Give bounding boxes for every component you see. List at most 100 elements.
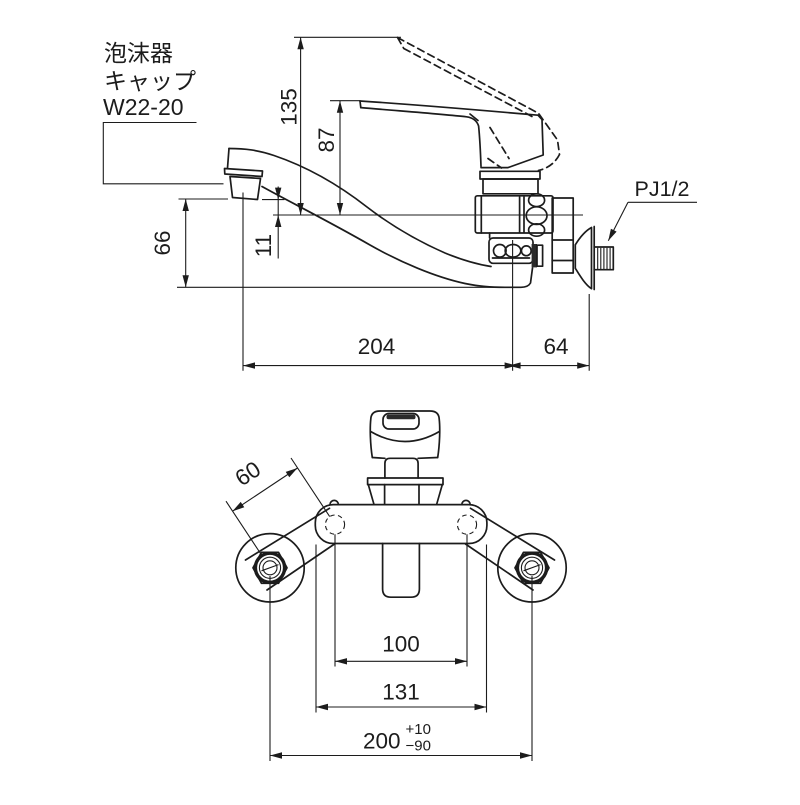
dim-reach-chain: 204 64 [242,192,590,371]
wall-flange [574,225,596,291]
dim-135-arrow-top [297,37,304,50]
handle-lever [359,100,545,169]
union-hex-nut [514,551,550,585]
dim-11-arrow-top [275,187,282,200]
inlet-ball-left [492,243,507,258]
dim-87-label: 87 [314,127,339,152]
lever-grip-slot [386,414,416,420]
screw-slot [261,564,279,572]
dim-100-arrow-right [455,658,467,665]
dim-87-arrow-top [336,100,344,113]
dim-60-arrow-high [285,468,298,478]
dim-204-label: 204 [358,334,396,359]
flange-trumpet [574,225,596,291]
lever-tip-face [359,100,362,109]
dim-60-line [232,467,298,512]
adjust-ring-mid [525,205,548,226]
body-bar [314,499,488,599]
dim-204-64-extensions [242,192,590,371]
dim-131-label: 131 [382,680,420,705]
dim-100-extensions [334,534,468,667]
body-block [474,194,554,234]
handle-seam-curve [369,430,441,443]
dim-200-tol-plus: +10 [406,721,431,738]
dim-60-label: 60 [231,456,266,491]
dim-100-arrow-left [335,658,347,665]
dim-200-extensions [269,576,533,761]
bonnet-taper [367,483,444,505]
dim-inlet-pitch: 100 [334,534,468,667]
dim-11-arrow-bottom [275,215,282,227]
dim-11-label: 11 [251,234,276,257]
dim-64-arrow-right [577,362,590,369]
connection-label: PJ1/2 [607,177,697,242]
dim-200-arrow-right [520,752,532,759]
dim-100-label: 100 [382,632,420,657]
connection-leader-arrow [608,228,617,241]
screw-head [524,560,540,576]
raised-lever-lines [396,36,561,172]
rear-union-block [551,197,575,274]
inlet-unit [488,237,534,265]
dim-131-extensions [315,544,488,713]
rear-union-facets [551,239,575,262]
body-inner-lines [480,195,525,234]
pipe-threads [593,246,615,271]
thread-outline [593,246,615,271]
connection-leader-line [607,201,697,242]
seal-washer [531,244,537,268]
dim-mounting-pitch: 200 +10 −90 [269,576,533,761]
dim-11-extension [178,198,285,201]
aerator-label: 泡沫器 キャップ W22-20 [102,40,224,185]
aerator-label-line3: W22-20 [103,94,184,120]
aerator-label-line1: 泡沫器 [104,40,173,66]
spout-column [381,542,421,599]
dim-body-width: 131 [315,544,488,713]
dim-135-arrow-bottom [297,203,304,215]
dim-66-arrow-bottom [182,275,189,288]
dim-200-label: 200 [363,729,401,754]
adjust-ring-bottom [527,222,546,238]
spout-top-curve [228,147,492,268]
handle-cap-outline [480,114,545,169]
dim-60-arrow-low [232,501,245,512]
aerator-label-line2: キャップ [104,68,196,94]
inlet-unit-divider [488,232,531,259]
handle-front [366,410,444,505]
cartridge-ring-upper [479,170,541,180]
eccentric-legs [244,507,556,591]
aerator-cap [229,175,262,201]
front-view: 60 100 131 200 +10 −90 [225,410,568,761]
dim-131-arrow-right [474,703,487,711]
handle-neck [384,457,419,479]
washer-retainer [536,244,544,268]
dim-66-arrow-top [182,199,189,211]
dim-60-extensions [225,457,331,555]
inlet-bosses [329,499,472,506]
dim-200-tol-minus: −90 [406,738,431,755]
aerator-leader-line [102,121,224,185]
union-hex-nut [252,551,288,585]
spout-head [226,147,230,169]
dim-outlet-clearance: 66 [150,199,189,288]
body-bar-outline [314,503,488,545]
inlet-hidden-circle-left [324,514,346,535]
dim-handle-height: 87 [314,100,360,215]
dim-87-arrow-bottom [336,203,344,215]
dim-64-arrow-left [508,362,521,369]
screw-slot [523,564,541,572]
lever-end-face [382,412,420,430]
handle-cap-outline [369,410,441,459]
dim-131-arrow-left [316,703,328,711]
thread-lines [597,247,611,269]
dim-66-label: 66 [150,230,175,255]
dim-204-arrow-left [243,362,255,369]
dim-135-label: 135 [277,88,302,126]
spout-bottom-curve [261,185,534,289]
lever-seam-tick [469,113,479,122]
side-view: 泡沫器 キャップ W22-20 PJ1/2 135 87 [102,36,697,371]
dim-outlet-offset: 11 [178,186,285,259]
cartridge-ring-lower [482,178,539,195]
